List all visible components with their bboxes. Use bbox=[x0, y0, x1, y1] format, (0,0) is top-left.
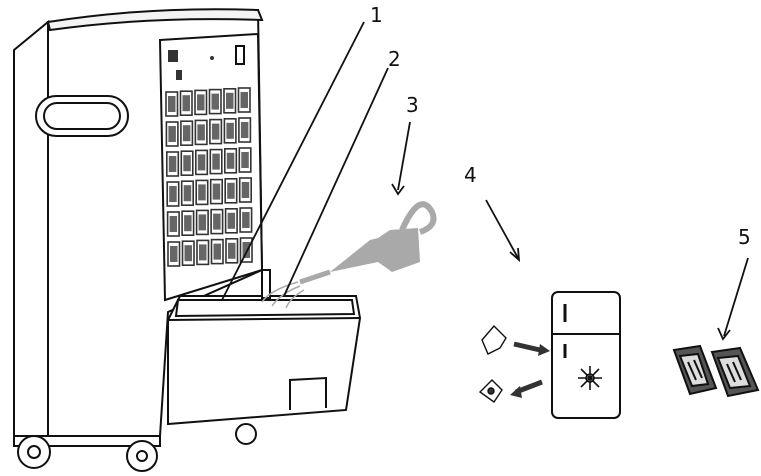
grille-media bbox=[241, 92, 249, 108]
grille-media bbox=[185, 245, 193, 261]
leader-line-3 bbox=[398, 122, 410, 190]
grille-media bbox=[199, 214, 207, 230]
grille-media bbox=[241, 152, 249, 168]
grille-media bbox=[183, 95, 191, 111]
grille-media bbox=[197, 124, 205, 140]
grille-media bbox=[213, 184, 221, 200]
grille-media bbox=[198, 154, 206, 170]
refrigerator-icon bbox=[552, 292, 620, 418]
grille-media bbox=[243, 242, 251, 258]
grille-media bbox=[241, 122, 249, 138]
grille-media bbox=[212, 154, 220, 170]
grille-media bbox=[242, 182, 250, 198]
grille-media bbox=[212, 124, 220, 140]
grille-media bbox=[183, 125, 191, 141]
grille-media bbox=[214, 244, 222, 260]
callout-1: 1 bbox=[370, 3, 383, 27]
callout-4: 4 bbox=[464, 163, 477, 187]
grille-media bbox=[228, 213, 236, 229]
grille-media bbox=[170, 216, 178, 232]
callout-5: 5 bbox=[738, 225, 751, 249]
ice-pack bbox=[712, 348, 758, 396]
grille-media bbox=[183, 155, 191, 171]
grille-media bbox=[227, 153, 235, 169]
grille-media bbox=[226, 123, 234, 139]
leader-line-5 bbox=[724, 258, 748, 336]
leader-line-4 bbox=[486, 200, 518, 258]
grille-media bbox=[169, 186, 177, 202]
grille-media bbox=[184, 215, 192, 231]
grille-media bbox=[212, 94, 220, 110]
grille-media bbox=[168, 96, 176, 112]
grille-media bbox=[213, 214, 221, 230]
grille-media bbox=[184, 185, 192, 201]
grille-media bbox=[198, 184, 206, 200]
snowflake-icon bbox=[578, 366, 602, 390]
watering-can-icon bbox=[262, 204, 434, 308]
arrow-into-fridge bbox=[514, 344, 550, 356]
grille-media bbox=[197, 94, 205, 110]
callout-3: 3 bbox=[406, 93, 419, 117]
grille-media bbox=[228, 243, 236, 259]
ice-pack-small-bottom bbox=[480, 380, 502, 402]
grille-media bbox=[170, 246, 178, 262]
ice-pack bbox=[674, 346, 716, 394]
ice-pack-small-top bbox=[482, 326, 506, 354]
callout-2: 2 bbox=[388, 47, 401, 71]
grille-media bbox=[169, 156, 177, 172]
wheel bbox=[236, 424, 256, 444]
grille-media bbox=[168, 126, 176, 142]
grille-media bbox=[199, 244, 207, 260]
grille-media bbox=[226, 93, 234, 109]
grille-media bbox=[242, 212, 250, 228]
arrow-out-of-fridge bbox=[510, 382, 542, 398]
grille-media bbox=[227, 183, 235, 199]
